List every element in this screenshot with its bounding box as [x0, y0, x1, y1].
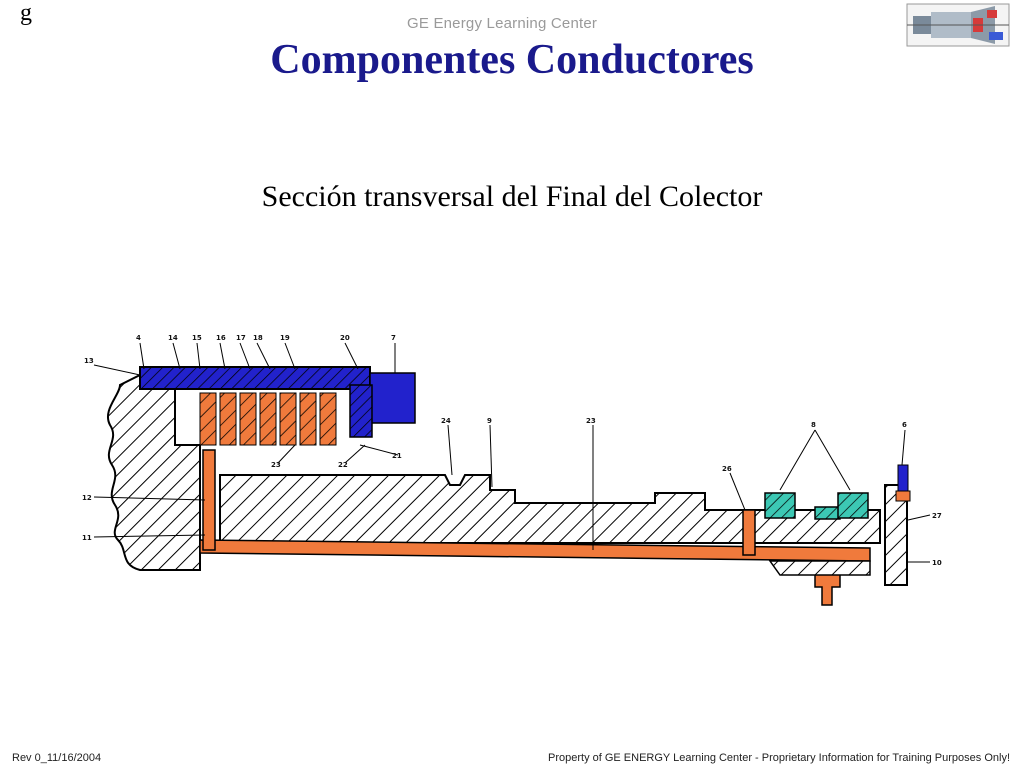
svg-text:7: 7 — [391, 334, 396, 342]
svg-text:8: 8 — [811, 421, 816, 429]
coil-pack — [199, 392, 337, 446]
header-center-text: GE Energy Learning Center — [407, 15, 598, 32]
slide-subtitle: Sección transversal del Final del Colect… — [261, 180, 763, 213]
svg-text:20: 20 — [340, 334, 350, 342]
svg-text:26: 26 — [722, 465, 732, 473]
radial-stud-mid — [742, 509, 756, 556]
callout-labels: 4 14 15 16 17 18 19 20 7 24 9 23 8 6 13 … — [82, 334, 942, 567]
revision-footer: Rev 0_11/16/2004 — [12, 752, 102, 764]
svg-text:18: 18 — [253, 334, 263, 342]
right-flange — [884, 484, 908, 586]
svg-text:12: 12 — [82, 494, 92, 502]
svg-text:24: 24 — [441, 417, 451, 425]
shaft-body — [219, 474, 881, 544]
svg-text:23: 23 — [271, 461, 281, 469]
teal-block-right — [837, 492, 869, 519]
rotor-end-body — [107, 374, 201, 571]
svg-text:6: 6 — [902, 421, 907, 429]
svg-text:13: 13 — [84, 357, 94, 365]
svg-text:27: 27 — [932, 512, 942, 520]
lower-lip — [768, 560, 871, 576]
teal-block-left — [764, 492, 796, 519]
slide-title: Componentes Conductores — [270, 37, 754, 83]
svg-text:16: 16 — [216, 334, 226, 342]
teal-block-mid — [814, 506, 841, 520]
ge-logo: g — [20, 0, 32, 26]
svg-text:11: 11 — [82, 534, 92, 542]
svg-text:10: 10 — [932, 559, 942, 567]
retaining-ring — [139, 366, 371, 390]
svg-text:9: 9 — [487, 417, 492, 425]
svg-text:21: 21 — [392, 452, 402, 460]
svg-text:14: 14 — [168, 334, 178, 342]
svg-text:15: 15 — [192, 334, 202, 342]
blue-clamp — [349, 384, 373, 438]
gas-turbine-icon — [906, 3, 1010, 47]
svg-text:4: 4 — [136, 334, 141, 342]
svg-text:19: 19 — [280, 334, 290, 342]
svg-text:17: 17 — [236, 334, 246, 342]
svg-text:23: 23 — [586, 417, 596, 425]
collector-end-cross-section: 4 14 15 16 17 18 19 20 7 24 9 23 8 6 13 … — [82, 334, 942, 606]
blue-end-block — [369, 372, 416, 424]
copper-terminal-cap — [895, 490, 911, 502]
svg-text:22: 22 — [338, 461, 348, 469]
proprietary-footer: Property of GE ENERGY Learning Center - … — [548, 752, 1010, 764]
